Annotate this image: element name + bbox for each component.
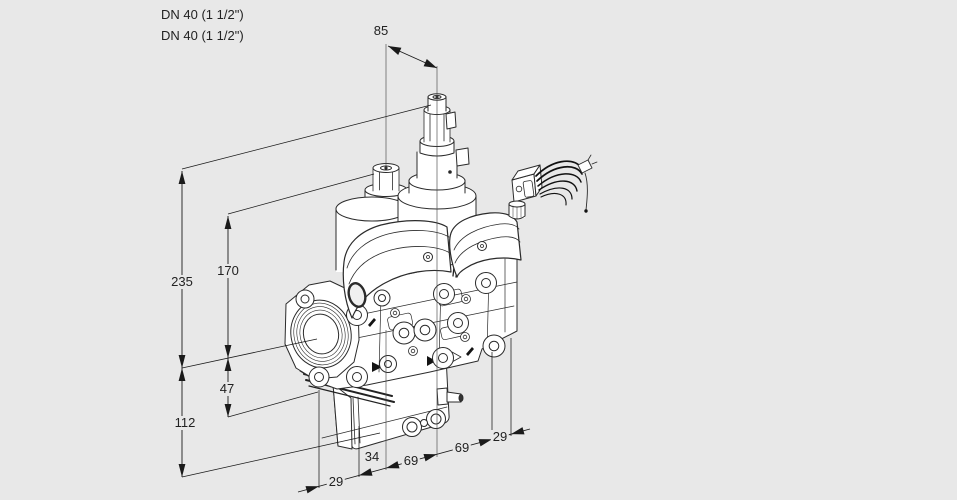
dim-label-34: 34 (362, 449, 382, 464)
dim-label-235: 235 (169, 274, 195, 289)
extension-lines (181, 104, 512, 488)
vertical-dimension-lines (181, 171, 229, 477)
bolts (295, 272, 506, 388)
dim-label-69-a: 69 (401, 453, 421, 468)
wire-end-plug (577, 154, 598, 213)
dim-label-170: 170 (215, 263, 241, 278)
arrowheads (178, 46, 525, 494)
axis-lines (385, 44, 438, 470)
dn-label-2: DN 40 (1 1/2") (159, 28, 246, 43)
dim-label-29-right: 29 (490, 429, 510, 444)
dim-label-47: 47 (217, 381, 237, 396)
cable-connector (508, 154, 598, 220)
vent-nipple (436, 387, 464, 406)
dim-label-29-left: 29 (326, 474, 346, 489)
dim-label-69-b: 69 (452, 440, 472, 455)
cable-wires (535, 160, 583, 206)
dim-label-112: 112 (172, 415, 198, 430)
dim-label-85: 85 (371, 23, 391, 38)
connector-cap (508, 200, 526, 220)
inlet-flange (284, 280, 360, 380)
flow-arrow-icons (368, 318, 474, 372)
dn-label-1: DN 40 (1 1/2") (159, 7, 246, 22)
